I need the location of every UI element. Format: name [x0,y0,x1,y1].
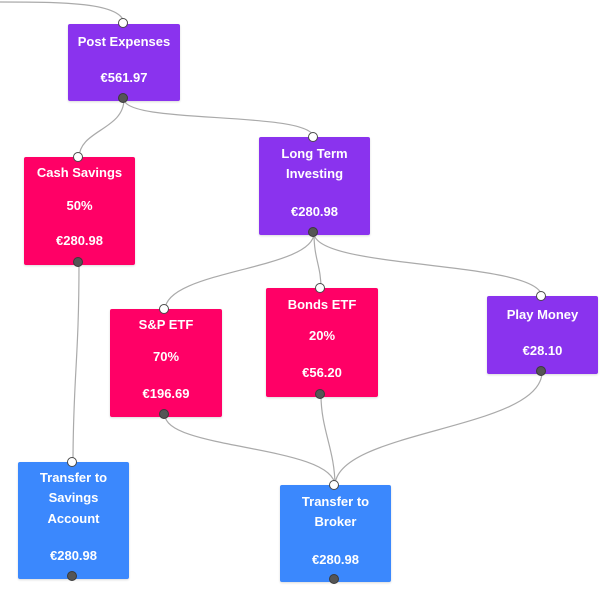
edge-post-expenses-to-cash-savings [78,98,125,159]
node-title: Post Expenses [77,34,171,49]
edge-long-term-to-play-money [313,232,543,298]
node-percent: 70% [152,349,180,364]
output-port-cash-savings[interactable] [73,257,83,267]
input-port-bonds-etf[interactable] [315,283,325,293]
output-port-bonds-etf[interactable] [315,389,325,399]
node-amount: €280.98 [56,233,103,248]
edge-cash-savings-to-transfer-savings [72,262,80,464]
node-title-line3: Account [47,511,100,526]
edge-long-term-to-sp-etf [164,232,315,311]
output-port-post-expenses[interactable] [118,93,128,103]
edge-long-term-to-bonds-etf [313,232,322,290]
node-amount: €196.69 [142,386,190,401]
node-cash-savings[interactable]: Cash Savings 50% €280.98 [24,157,135,265]
input-port-transfer-to-broker[interactable] [329,480,339,490]
input-port-sp-etf[interactable] [159,304,169,314]
node-bonds-etf[interactable]: Bonds ETF 20% €56.20 [266,288,378,397]
node-amount: €280.98 [291,204,338,219]
node-title: S&P ETF [138,317,194,332]
edge-incoming-post-expenses [0,1,125,25]
node-post-expenses[interactable]: Post Expenses €561.97 [68,24,180,101]
node-amount: €561.97 [100,70,148,85]
output-port-sp-etf[interactable] [159,409,169,419]
node-transfer-to-savings[interactable]: Transfer to Savings Account €280.98 [18,462,129,579]
input-port-cash-savings[interactable] [73,152,83,162]
node-title-line2: Broker [314,514,357,529]
edge-bonds-etf-to-transfer-broker [320,394,336,487]
node-title: Play Money [506,307,579,322]
output-port-transfer-to-savings[interactable] [67,571,77,581]
node-title: Cash Savings [36,165,123,180]
output-port-long-term-investing[interactable] [308,227,318,237]
node-amount: €280.98 [312,552,359,567]
edge-play-money-to-transfer-broker [334,371,543,487]
node-title-line1: Transfer to [301,494,370,509]
input-port-play-money[interactable] [536,291,546,301]
node-play-money[interactable]: Play Money €28.10 [487,296,598,374]
node-amount: €28.10 [522,343,563,358]
node-title-line1: Transfer to [39,470,108,485]
edge-sp-etf-to-transfer-broker [164,414,336,487]
node-title-line1: Long Term [281,146,348,161]
input-port-long-term-investing[interactable] [308,132,318,142]
input-port-post-expenses[interactable] [118,18,128,28]
edge-post-expenses-to-long-term [123,98,315,139]
node-title-line2: Investing [285,166,344,181]
node-percent: 50% [66,198,93,213]
node-amount: €280.98 [50,548,97,563]
output-port-transfer-to-broker[interactable] [329,574,339,584]
node-transfer-to-broker[interactable]: Transfer to Broker €280.98 [280,485,391,582]
output-port-play-money[interactable] [536,366,546,376]
node-amount: €56.20 [302,365,342,380]
node-sp-etf[interactable]: S&P ETF 70% €196.69 [110,309,222,417]
node-percent: 20% [308,328,336,343]
node-title: Bonds ETF [287,297,357,312]
node-title-line2: Savings [48,490,99,505]
input-port-transfer-to-savings[interactable] [67,457,77,467]
node-long-term-investing[interactable]: Long Term Investing €280.98 [259,137,370,235]
